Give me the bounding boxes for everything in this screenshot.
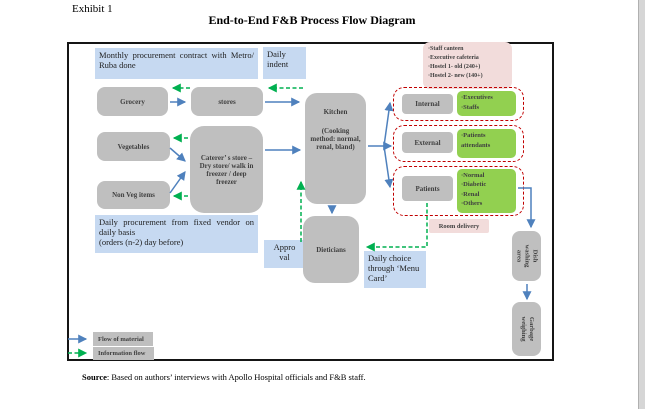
dieticians-box: Dieticians: [303, 216, 359, 283]
note-daily-procurement-line2: (orders (n-2) day before): [99, 237, 184, 248]
external-consumers-box: ·Patients attendants: [457, 129, 516, 158]
source-text: : Based on authors’ interviews with Apol…: [106, 372, 366, 382]
dieticians-label: Dieticians: [316, 245, 346, 254]
external-label: External: [414, 138, 441, 147]
canteen-item: ·Hostel 1- old (240+): [428, 64, 481, 70]
legend-information-box: Information flow: [93, 347, 154, 360]
page-edge: [638, 0, 645, 409]
note-daily-choice-text: Daily choice through ‘Menu Card’: [368, 253, 420, 284]
canteen-item: ·Executive cafeteria: [428, 55, 479, 61]
patients-label: Patients: [415, 184, 440, 193]
note-daily-procurement-line1: Daily procurement from fixed vendor on d…: [99, 217, 254, 238]
note-monthly-contract: Monthly procurement contract with Metro/…: [95, 48, 258, 79]
stores-label: stores: [218, 97, 236, 106]
garbage-weighing-box: Garbage weighing: [512, 302, 541, 356]
note-daily-indent-text: Daily indent: [267, 49, 289, 70]
internal-label: Internal: [415, 100, 440, 108]
kitchen-label: Kitchen: [323, 108, 348, 116]
note-monthly-contract-text: Monthly procurement contract with Metro/…: [99, 50, 254, 71]
garbage-weighing-label: Garbage weighing: [519, 316, 535, 342]
external-consumer-item: ·Patients attendants: [461, 132, 491, 149]
canteen-item: ·Staff canteen: [428, 46, 464, 52]
patients-box: Patients: [402, 176, 453, 201]
note-approval: Approval: [264, 240, 305, 268]
kitchen-cooking-methods: (Cooking method: normal, renal, bland): [310, 127, 361, 151]
legend-material-label: Flow of material: [98, 335, 144, 343]
patients-consumers-box: ·Normal ·Diabetic ·Renal ·Others: [457, 169, 516, 213]
grocery-box: Grocery: [97, 87, 168, 116]
grocery-label: Grocery: [120, 97, 145, 106]
diagram-title: End-to-End F&B Process Flow Diagram: [208, 13, 416, 27]
external-box: External: [402, 132, 453, 153]
caterers-store-label: Caterer’ s store – Dry store/ walk in fr…: [199, 153, 254, 186]
dish-washing-label: Dish washing area: [515, 244, 539, 268]
source-label: Source: [82, 372, 107, 382]
dish-washing-box: Dish washing area: [512, 231, 541, 281]
vegetables-box: Vegetables: [97, 132, 170, 161]
patients-consumer-item: ·Diabetic: [461, 181, 487, 189]
patients-consumer-item: ·Renal: [461, 190, 480, 198]
internal-group-outline: [393, 87, 524, 121]
canteen-list-box: ·Staff canteen ·Executive cafeteria ·Hos…: [423, 42, 512, 89]
note-daily-choice: Daily choice through ‘Menu Card’: [364, 251, 426, 288]
stores-box: stores: [191, 87, 263, 116]
legend-information-label: Information flow: [98, 350, 146, 357]
legend-material-box: Flow of material: [93, 332, 153, 346]
nonveg-box: Non Veg items: [97, 181, 170, 209]
canteen-item: ·Hostel 2- new (140+): [428, 73, 483, 79]
room-delivery-label: Room delivery: [438, 222, 480, 230]
kitchen-box: Kitchen (Cooking method: normal, renal, …: [305, 93, 366, 204]
internal-consumer-item: ·Executives: [461, 94, 493, 101]
patients-consumer-item: ·Normal: [461, 172, 485, 179]
note-daily-indent: Daily indent: [263, 47, 306, 79]
internal-consumer-item: ·Staffs: [461, 103, 480, 111]
diagram-frame: [67, 42, 554, 361]
note-approval-text: Approval: [273, 242, 296, 263]
internal-box: Internal: [402, 94, 453, 114]
patients-consumer-item: ·Others: [461, 200, 483, 208]
internal-consumers-box: ·Executives ·Staffs: [457, 91, 516, 116]
room-delivery-box: Room delivery: [429, 219, 489, 233]
source-note: Source: Based on authors’ interviews wit…: [82, 372, 366, 382]
vegetables-label: Vegetables: [117, 142, 150, 151]
nonveg-label: Non Veg items: [112, 191, 155, 199]
external-group-outline: [393, 125, 524, 162]
exhibit-label: Exhibit 1: [72, 3, 113, 15]
caterers-store-box: Caterer’ s store – Dry store/ walk in fr…: [190, 126, 263, 213]
note-daily-procurement: Daily procurement from fixed vendor on d…: [95, 215, 258, 253]
